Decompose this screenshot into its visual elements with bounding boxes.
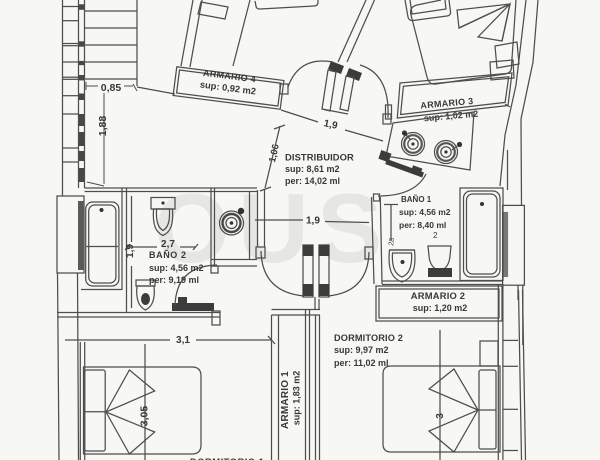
svg-text:sup: 1,83 m2: sup: 1,83 m2 [292,371,302,426]
svg-text:BAÑO 2: BAÑO 2 [149,250,187,260]
svg-text:1,88: 1,88 [97,116,109,137]
svg-text:ARMARIO 3: ARMARIO 3 [420,96,474,111]
svg-text:sup: 1,02 m2: sup: 1,02 m2 [423,109,478,124]
svg-text:per: 9,19 ml: per: 9,19 ml [149,275,199,285]
svg-text:DORMITORIO 2: DORMITORIO 2 [334,333,403,343]
svg-text:per: 8,40 ml: per: 8,40 ml [399,220,446,230]
svg-text:2,7: 2,7 [161,239,175,250]
svg-text:per: 14,02 ml: per: 14,02 ml [285,176,340,186]
svg-text:ARMARIO 1: ARMARIO 1 [280,371,291,429]
svg-text:sup: 4,56 m2: sup: 4,56 m2 [149,263,204,273]
svg-text:DORMITORIO 1: DORMITORIO 1 [190,457,265,460]
svg-text:1,9: 1,9 [125,244,136,258]
svg-text:1,06: 1,06 [267,143,282,164]
svg-text:3: 3 [435,413,446,419]
svg-text:sup: 8,61 m2: sup: 8,61 m2 [285,164,340,174]
svg-text:BAÑO 1: BAÑO 1 [401,195,432,204]
svg-text:sup: 9,97 m2: sup: 9,97 m2 [334,345,389,355]
svg-text:ARMARIO 2: ARMARIO 2 [411,290,465,301]
svg-text:per: 11,02 ml: per: 11,02 ml [334,358,389,368]
svg-text:0,85: 0,85 [101,82,122,94]
svg-text:2: 2 [433,231,438,240]
svg-text:1,9: 1,9 [323,118,339,132]
svg-text:3,1: 3,1 [176,335,190,346]
svg-text:sup: 1,20 m2: sup: 1,20 m2 [413,303,468,313]
svg-text:28: 28 [388,237,396,246]
svg-text:DISTRIBUIDOR: DISTRIBUIDOR [285,152,354,163]
svg-text:1,9: 1,9 [306,216,320,227]
svg-text:sup: 4,56 m2: sup: 4,56 m2 [399,207,451,217]
svg-text:3,05: 3,05 [139,406,151,427]
